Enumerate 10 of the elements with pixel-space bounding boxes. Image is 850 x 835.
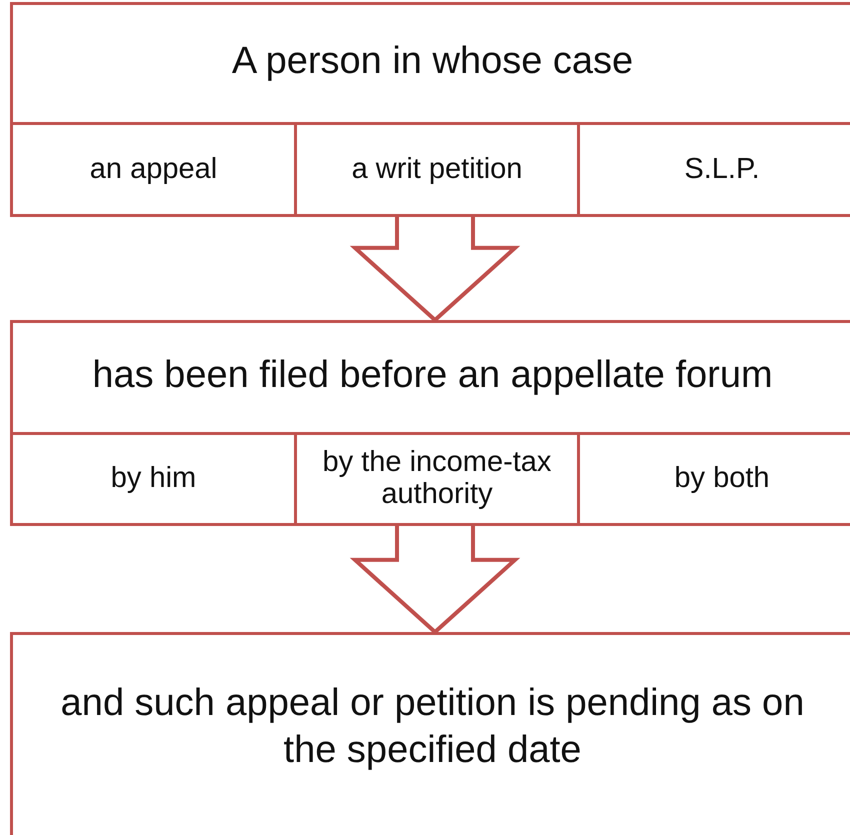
block-arrow [350, 524, 520, 635]
heading-text: A person in whose case [230, 39, 634, 84]
table-cell: a writ petition [294, 122, 580, 217]
table-cell: S.L.P. [577, 122, 850, 217]
table-box [10, 2, 850, 214]
heading-text: and such appeal or petition is pending as on the specified date [60, 680, 806, 773]
table-box [10, 632, 850, 835]
table-box [10, 320, 850, 526]
heading-text: has been filed before an appellate forum [91, 353, 774, 398]
table-cell: an appeal [10, 122, 297, 217]
